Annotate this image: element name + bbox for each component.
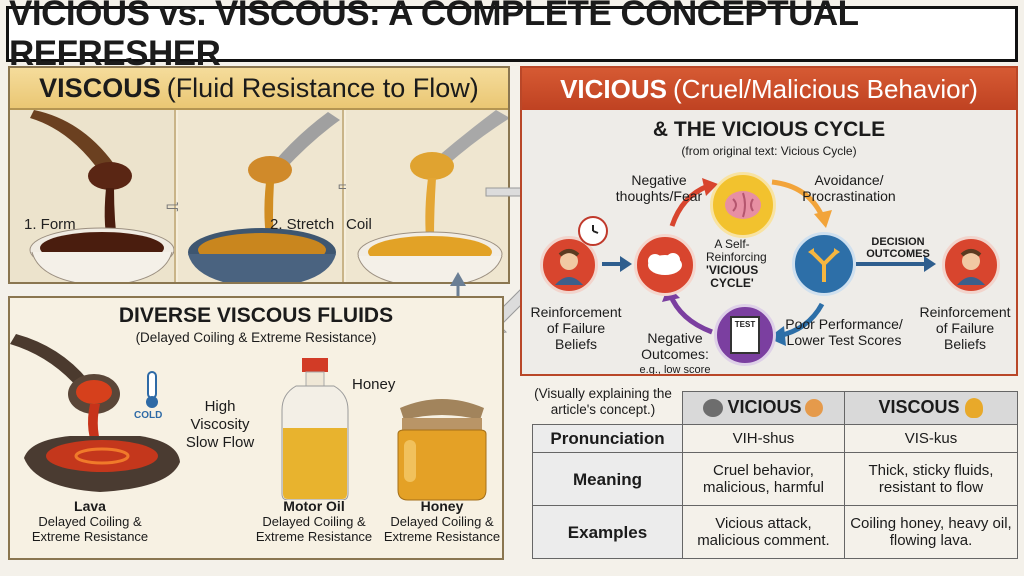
table-row: Pronunciation VIH-shus VIS-kus — [532, 423, 1019, 454]
step-coil-illustration: Coil — [346, 110, 508, 282]
viscous-panel: VISCOUS (Fluid Resistance to Flow) 1. Fo… — [8, 66, 510, 284]
table-row: Meaning Cruel behavior, malicious, harmf… — [532, 452, 1019, 507]
column-header-vicious: VICIOUS — [682, 391, 845, 425]
negative-outcomes-title: Negative Outcomes: — [641, 330, 709, 362]
honey-jar-label: Honey — [352, 376, 396, 393]
diverse-subtitle: (Delayed Coiling & Extreme Resistance) — [135, 330, 377, 345]
thought-cloud-icon — [634, 234, 696, 296]
cell-vicious-meaning: Cruel behavior, malicious, harmful — [682, 452, 845, 507]
clock-icon — [578, 216, 608, 246]
fluid-desc-honey: Delayed Coiling & Extreme Resistance — [383, 514, 501, 544]
table-note: (Visually explaining the article's conce… — [534, 386, 672, 417]
honey-stretch-bowl-icon — [178, 110, 342, 282]
center-line-1: A Self- — [714, 237, 750, 251]
label-poor-performance: Poor Performance/ Lower Test Scores — [785, 316, 903, 348]
fluid-name-motor-oil: Motor Oil — [283, 498, 345, 514]
step-form-illustration: 1. Form — [10, 110, 176, 282]
step-label-stretch: 2. Stretch — [270, 216, 335, 233]
high-viscosity-label: High Viscosity Slow Flow — [185, 398, 255, 451]
viscous-heading-gloss: (Fluid Resistance to Flow) — [166, 72, 479, 103]
test-paper-icon: TEST — [714, 304, 776, 366]
stressed-person-icon-right — [942, 236, 1000, 294]
angry-face-icon — [805, 399, 824, 418]
fluid-name-honey: Honey — [420, 498, 464, 514]
label-avoidance: Avoidance/ Procrastination — [802, 172, 896, 204]
comparison-table: VICIOUS VISCOUS Pronunciation VIH-shus V… — [532, 391, 1019, 559]
column-header-viscous: VISCOUS — [843, 391, 1019, 425]
label-reinforcement-right: Reinforcement of Failure Beliefs — [919, 304, 1011, 352]
honey-jar-icon — [397, 399, 487, 501]
vicious-header: VICIOUS (Cruel/Malicious Behavior) — [522, 68, 1016, 110]
row-label-examples: Examples — [532, 505, 683, 559]
vicious-panel: VICIOUS (Cruel/Malicious Behavior) & THE… — [520, 66, 1018, 376]
cell-viscous-examples: Coiling honey, heavy oil, flowing lava. — [843, 505, 1019, 559]
label-negative-outcomes: Negative Outcomes: e.g., low score — [632, 330, 718, 376]
label-negative-thoughts: Negative thoughts/Fear — [615, 172, 703, 204]
step-stretch-illustration: 2. Stretch — [178, 110, 344, 282]
stressed-person-icon-left — [540, 236, 598, 294]
cell-vicious-examples: Vicious attack, malicious comment. — [682, 505, 845, 559]
test-label: TEST — [730, 316, 760, 354]
center-line-4: CYCLE' — [710, 276, 754, 290]
honey-coil-bowl-icon — [346, 110, 508, 282]
decision-arrows-icon — [792, 232, 856, 296]
diverse-fluids-panel: DIVERSE VISCOUS FLUIDS (Delayed Coiling … — [8, 296, 504, 560]
viscous-header: VISCOUS (Fluid Resistance to Flow) — [10, 68, 508, 110]
brain-icon — [710, 172, 776, 238]
negative-outcomes-example: e.g., low score — [639, 364, 711, 376]
table-header-row: VICIOUS VISCOUS — [533, 391, 1019, 425]
cycle-title: & THE VICIOUS CYCLE — [652, 118, 886, 141]
cell-vicious-pronunciation: VIH-shus — [682, 423, 845, 454]
label-reinforcement-left: Reinforcement of Failure Beliefs — [530, 304, 622, 352]
viscous-heading-word: VISCOUS — [39, 72, 161, 103]
label-center: A Self- Reinforcing 'VICIOUS CYCLE' — [706, 237, 767, 290]
cell-viscous-meaning: Thick, sticky fluids, resistant to flow — [843, 452, 1019, 507]
motor-oil-bottle-icon — [281, 358, 349, 500]
thermometer-icon — [146, 371, 158, 408]
fluid-desc-motor-oil: Delayed Coiling & Extreme Resistance — [255, 514, 373, 544]
step-label-coil: Coil — [346, 216, 372, 233]
honey-drop-icon — [965, 397, 984, 418]
center-line-3: 'VICIOUS — [706, 263, 759, 277]
vicious-heading-word: VICIOUS — [560, 73, 668, 104]
center-line-2: Reinforcing — [706, 250, 767, 264]
step-label-form: 1. Form — [24, 216, 76, 233]
page-title: VICIOUS vs. VISCOUS: A COMPLETE CONCEPTU… — [6, 0, 1018, 73]
fluid-name-lava: Lava — [74, 498, 106, 514]
column-vicious-label: VICIOUS — [727, 396, 802, 417]
fluid-desc-lava: Delayed Coiling & Extreme Resistance — [31, 514, 149, 544]
row-label-pronunciation: Pronunciation — [532, 423, 683, 454]
lava-ladle-icon — [10, 334, 180, 492]
cycle-arrows — [602, 178, 936, 346]
table-row: Examples Vicious attack, malicious comme… — [532, 505, 1019, 559]
cold-label: COLD — [134, 410, 163, 421]
chocolate-bowl-icon — [10, 110, 174, 282]
cell-viscous-pronunciation: VIS-kus — [843, 423, 1019, 454]
column-viscous-label: VISCOUS — [878, 396, 960, 417]
cycle-subtitle: (from original text: Vicious Cycle) — [681, 144, 857, 158]
label-decision-outcomes: DECISION OUTCOMES — [866, 236, 930, 260]
vicious-heading-gloss: (Cruel/Malicious Behavior) — [673, 73, 978, 104]
row-label-meaning: Meaning — [532, 452, 683, 507]
wolf-icon — [703, 399, 724, 418]
diverse-title: DIVERSE VISCOUS FLUIDS — [118, 304, 394, 327]
